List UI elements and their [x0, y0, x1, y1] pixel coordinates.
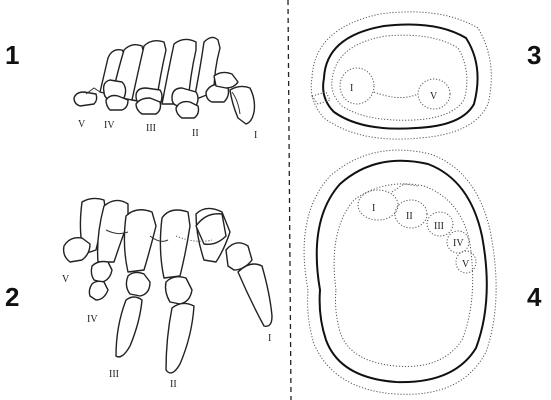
p4-label-iii: III	[434, 221, 444, 232]
p3-label-i: I	[350, 83, 353, 94]
p1-label-iii: III	[146, 123, 156, 134]
p1-label-iv: IV	[104, 120, 115, 131]
panel-1-drawing: V IV III II I	[74, 37, 257, 141]
panel-separator	[288, 0, 291, 400]
p2-label-iv: IV	[87, 314, 98, 325]
p3-label-v: V	[430, 91, 438, 102]
p1-label-ii: II	[192, 128, 199, 139]
panel-4-drawing: I II III IV V	[304, 150, 496, 394]
panel-3-drawing: I V	[311, 12, 491, 139]
p4-label-i: I	[372, 203, 375, 214]
p1-label-v: V	[78, 119, 86, 130]
p1-label-i: I	[254, 130, 257, 141]
p4-label-ii: II	[406, 211, 413, 222]
panel-2-drawing: V IV III II I	[62, 198, 272, 390]
p2-label-i: I	[268, 333, 271, 344]
p2-label-ii: II	[170, 379, 177, 390]
p2-label-v: V	[62, 274, 70, 285]
p2-label-iii: III	[109, 369, 119, 380]
p4-label-v: V	[462, 259, 470, 270]
p4-label-iv: IV	[453, 238, 464, 249]
